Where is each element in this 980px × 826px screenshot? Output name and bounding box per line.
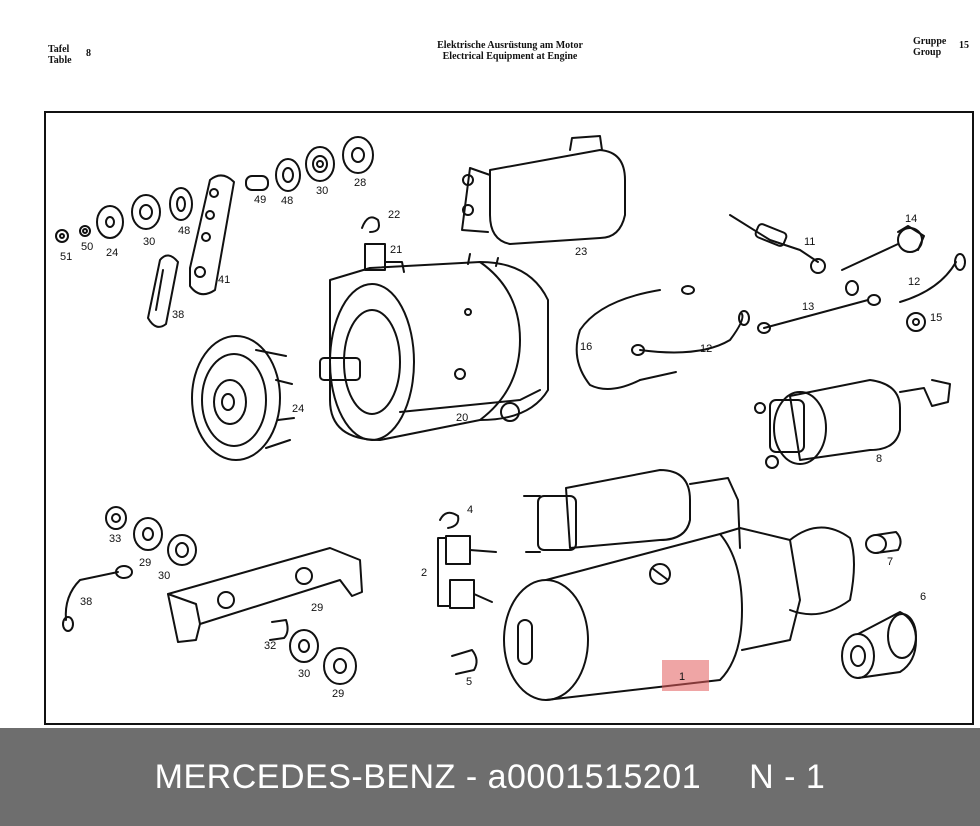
callout-8: 8 bbox=[876, 453, 882, 465]
callout-30d: 30 bbox=[298, 668, 310, 680]
gruppe-label: Gruppe bbox=[913, 36, 947, 47]
group-label: Gruppe Group 15 bbox=[913, 36, 969, 58]
cable-33 bbox=[62, 565, 133, 632]
callout-32: 33 bbox=[109, 533, 121, 545]
starter-motor-1 bbox=[503, 469, 855, 701]
callout-38: 38 bbox=[172, 309, 184, 321]
callout-48: 48 bbox=[178, 225, 190, 237]
callout-29: 24 bbox=[106, 247, 118, 259]
callout-7: 5 bbox=[466, 676, 472, 688]
table-label-en: Table bbox=[48, 55, 72, 66]
cable-13 bbox=[757, 280, 881, 334]
cable-12-upper bbox=[899, 253, 966, 303]
nut-15 bbox=[906, 312, 926, 332]
solenoid-8 bbox=[754, 379, 951, 469]
fan-pulley-24 bbox=[191, 335, 295, 461]
callout-20: 20 bbox=[456, 412, 468, 424]
callout-16: 16 bbox=[580, 341, 592, 353]
title-en: Electrical Equipment at Engine bbox=[442, 51, 578, 62]
bracket-38 bbox=[147, 254, 179, 328]
callout-21: 21 bbox=[390, 244, 402, 256]
diagram-title: Elektrische Ausrüstung am Motor Electric… bbox=[380, 40, 640, 62]
callout-30b: 30 bbox=[316, 185, 328, 197]
callout-12-upper: 12 bbox=[908, 276, 920, 288]
callout-30: 30 bbox=[143, 236, 155, 248]
callout-14: 14 bbox=[905, 213, 917, 225]
callout-15: 15 bbox=[930, 312, 942, 324]
callout-4: 4 bbox=[467, 504, 473, 516]
group-label-en: Group bbox=[913, 47, 942, 58]
callout-51: 51 bbox=[60, 251, 72, 263]
title-de: Elektrische Ausrüstung am Motor bbox=[437, 40, 583, 51]
cable-12-lower bbox=[631, 310, 750, 356]
footer-position: N - 1 bbox=[749, 757, 826, 796]
washer-stack-bottom-left bbox=[105, 506, 478, 685]
callout-33: 38 bbox=[80, 596, 92, 608]
callout-29c: 29 bbox=[139, 557, 151, 569]
switch-11 bbox=[729, 214, 826, 274]
callout-24: 24 bbox=[292, 403, 304, 415]
washer-stack-top-left bbox=[55, 136, 374, 243]
mounting-strap-41 bbox=[189, 174, 235, 296]
callout-23: 23 bbox=[575, 246, 587, 258]
brush-set-2 bbox=[437, 511, 497, 609]
callout-49: 49 bbox=[254, 194, 266, 206]
callout-1: 1 bbox=[679, 671, 685, 683]
footer-separator: - bbox=[465, 757, 478, 796]
brush-21-22 bbox=[361, 216, 405, 273]
callout-2: 2 bbox=[421, 567, 427, 579]
callout-50: 50 bbox=[81, 241, 93, 253]
callout-41: 41 bbox=[218, 274, 230, 286]
group-number: 15 bbox=[959, 40, 969, 51]
callout-31: 32 bbox=[264, 640, 276, 652]
callout-29d: 29 bbox=[332, 688, 344, 700]
footer-bar: MERCEDES-BENZ - a0001515201 N - 1 bbox=[0, 728, 980, 826]
table-number: 8 bbox=[86, 48, 91, 59]
footer-brand: MERCEDES-BENZ bbox=[154, 757, 456, 796]
highlight-box[interactable] bbox=[662, 660, 709, 691]
bushing-6 bbox=[865, 531, 902, 554]
footer-part-number: a0001515201 bbox=[487, 757, 702, 796]
generator-20 bbox=[319, 253, 549, 441]
callout-29b: 28 bbox=[354, 177, 366, 189]
callout-22: 22 bbox=[388, 209, 400, 221]
callout-6: 7 bbox=[887, 556, 893, 568]
footer-caption: MERCEDES-BENZ - a0001515201 N - 1 bbox=[0, 728, 980, 826]
callout-5: 6 bbox=[920, 591, 926, 603]
cap-14 bbox=[841, 225, 925, 271]
cable-16 bbox=[575, 285, 695, 390]
callout-12-lower: 12 bbox=[700, 343, 712, 355]
callout-48b: 48 bbox=[281, 195, 293, 207]
parts-diagram: 51 50 24 30 48 49 48 30 28 41 38 22 21 2… bbox=[55, 135, 966, 701]
diagram-frame bbox=[44, 111, 974, 725]
bracket-28 bbox=[167, 547, 363, 643]
drive-pinion-5 bbox=[841, 611, 917, 679]
tafel-label: Tafel bbox=[48, 44, 70, 55]
table-label: Tafel Table 8 bbox=[48, 44, 91, 66]
callout-13: 13 bbox=[802, 301, 814, 313]
regulator-23 bbox=[461, 135, 626, 245]
callout-30c: 30 bbox=[158, 570, 170, 582]
callout-28: 29 bbox=[311, 602, 323, 614]
callout-11: 11 bbox=[804, 236, 815, 248]
